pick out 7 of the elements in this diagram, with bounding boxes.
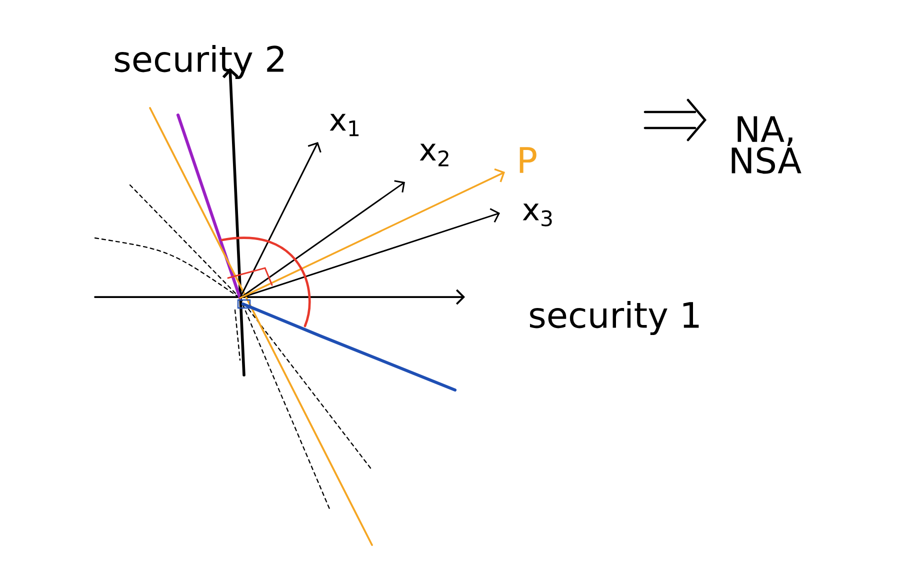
vector-label: x$_{1}$ bbox=[330, 114, 359, 136]
axis-label: security 2 bbox=[114, 45, 284, 80]
vector-label: P bbox=[520, 147, 536, 173]
vector-label: x$_{3}$ bbox=[522, 204, 552, 226]
note-text: NA, NSA bbox=[732, 116, 802, 174]
vector-label: x$_{2}$ bbox=[420, 144, 448, 166]
axis-label: security 1 bbox=[530, 301, 699, 336]
